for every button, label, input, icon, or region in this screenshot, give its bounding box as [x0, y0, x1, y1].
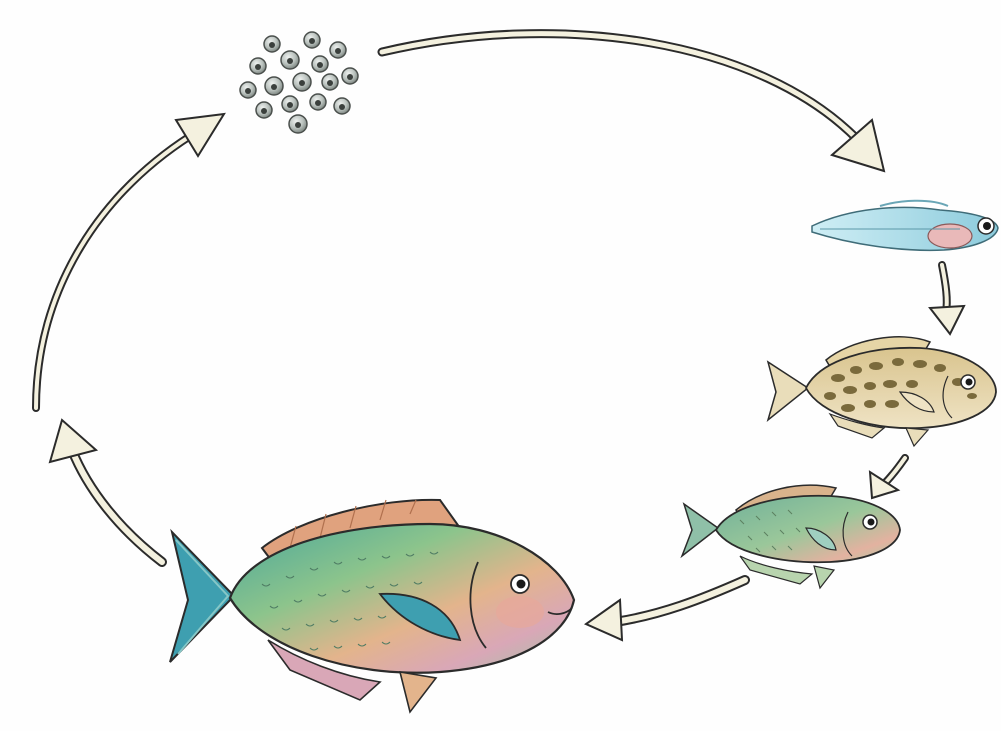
- arrow-young-to-adult: [586, 580, 745, 640]
- arrow-eggs-to-larva: [382, 34, 884, 171]
- young-parrotfish-icon: [682, 485, 900, 588]
- arrow-juvenile-to-young: [870, 458, 905, 498]
- adult-parrotfish-icon: [170, 500, 574, 712]
- fish-eggs-icon: [240, 32, 358, 133]
- arrow-larva-to-juvenile: [930, 265, 964, 334]
- arrow-left-to-eggs: [36, 114, 224, 408]
- juvenile-fish-icon: [768, 337, 996, 446]
- fish-larva-icon: [812, 201, 998, 251]
- arrow-adult-to-upward: [50, 420, 162, 562]
